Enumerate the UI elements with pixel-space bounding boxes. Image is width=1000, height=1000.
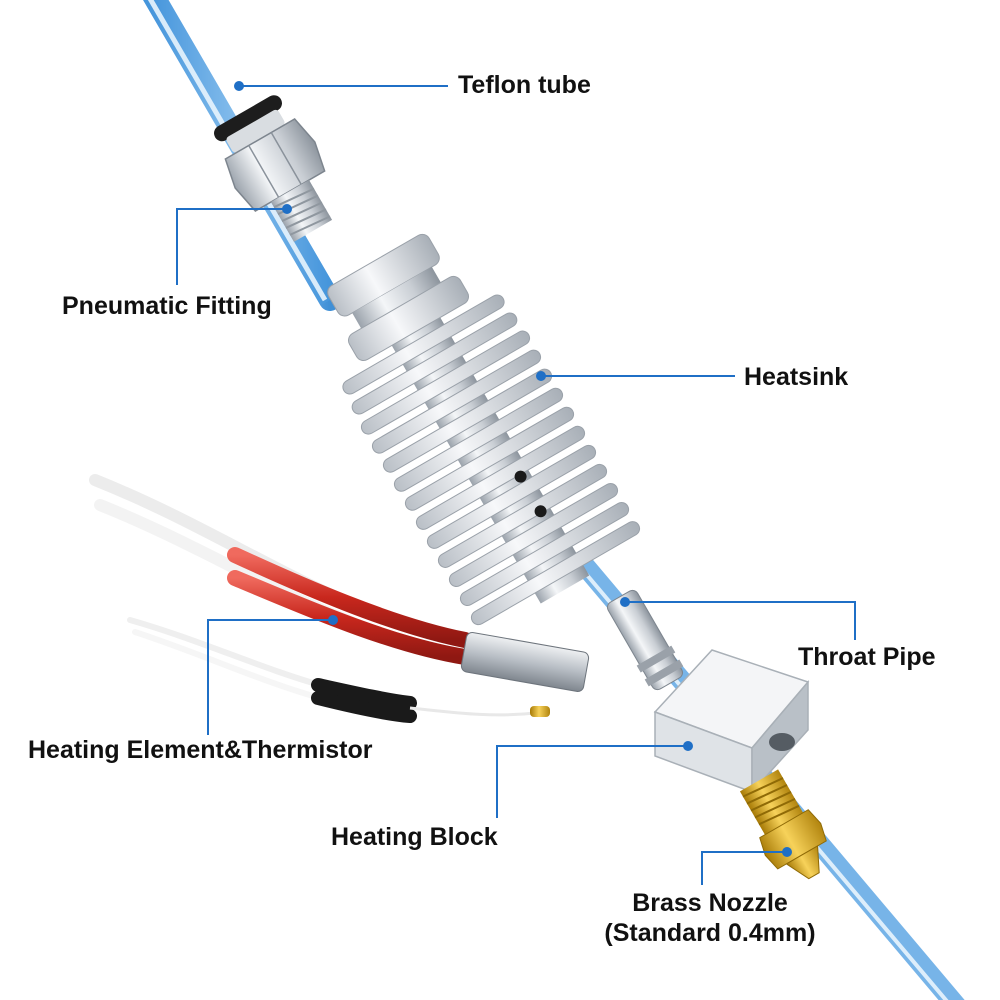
label-brass-nozzle-line2: (Standard 0.4mm) [590, 918, 830, 948]
label-brass-nozzle-line1: Brass Nozzle [590, 888, 830, 918]
heater-cartridge [460, 632, 589, 693]
leader-dot-icon [328, 615, 338, 625]
label-throat-pipe: Throat Pipe [798, 642, 936, 672]
leader-dot-icon [782, 847, 792, 857]
heating-element-leader [208, 620, 333, 735]
label-heatsink: Heatsink [744, 362, 848, 392]
leader-dot-icon [234, 81, 244, 91]
label-heating-element-thermistor: Heating Element&Thermistor [28, 735, 373, 765]
leader-dot-icon [683, 741, 693, 751]
label-pneumatic-fitting: Pneumatic Fitting [62, 291, 272, 321]
label-teflon-tube: Teflon tube [458, 70, 591, 100]
label-brass-nozzle: Brass Nozzle (Standard 0.4mm) [590, 888, 830, 948]
leader-dot-icon [620, 597, 630, 607]
label-heating-block: Heating Block [331, 822, 498, 852]
leader-dot-icon [536, 371, 546, 381]
leader-dot-icon [282, 204, 292, 214]
pneumatic-fitting-leader [177, 209, 287, 285]
